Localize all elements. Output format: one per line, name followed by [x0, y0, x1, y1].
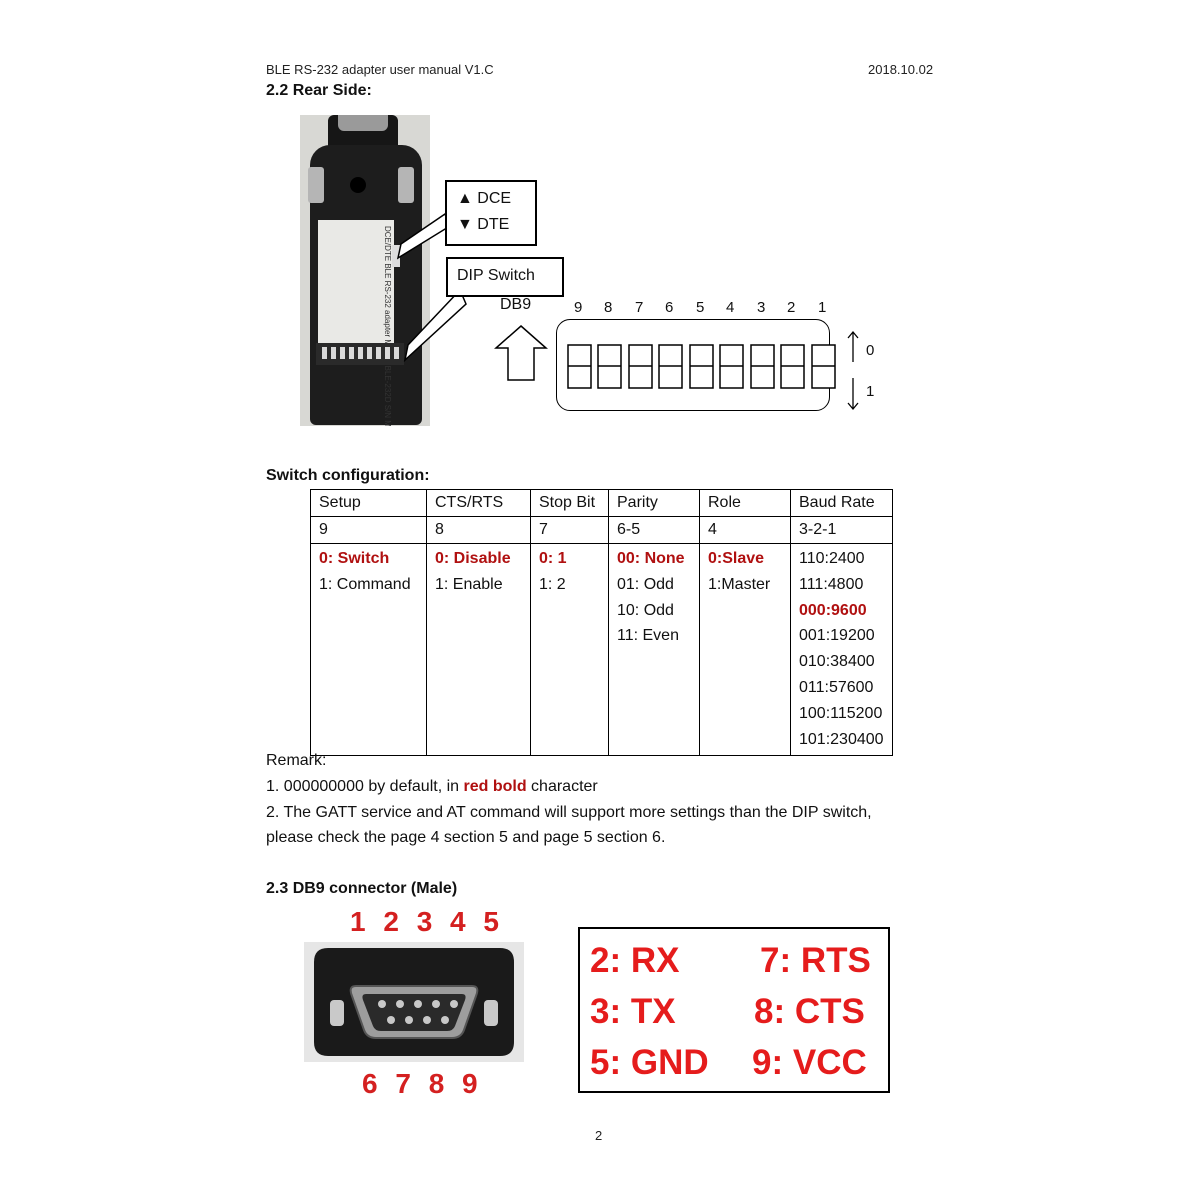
setup-options: 0: Switch 1: Command	[310, 542, 427, 757]
default-option: 0: Disable	[435, 550, 511, 567]
option: 001:19200	[799, 627, 875, 645]
direction-arrows-icon	[847, 330, 859, 411]
stopbit-options: 0: 1 1: 2	[530, 542, 609, 757]
bit-cell: 8	[426, 516, 531, 544]
option: 111:4800	[799, 575, 864, 593]
up-arrow-icon	[494, 325, 548, 381]
table-row: 0: Switch 1: Command 0: Disable 1: Enabl…	[310, 542, 893, 757]
bit-cell: 7	[530, 516, 609, 544]
pin-label: 9: VCC	[752, 1043, 867, 1082]
bottom-pin-numbers: 6 7 8 9	[362, 1068, 483, 1099]
option: 11: Even	[617, 627, 679, 645]
dce-label: DCE	[477, 190, 512, 207]
position-number: 6	[665, 299, 674, 316]
switch-config-heading: Switch configuration:	[266, 467, 430, 484]
ctsrts-options: 0: Disable 1: Enable	[426, 542, 531, 757]
db9-label: DB9	[500, 296, 532, 313]
page-number: 2	[595, 1128, 603, 1143]
state-0-label: 0	[866, 342, 875, 359]
position-number: 8	[604, 299, 613, 316]
up-triangle-icon: ▲	[457, 190, 473, 207]
position-number: 2	[787, 299, 796, 316]
table-row: 9 8 7 6-5 4 3-2-1	[310, 516, 893, 544]
option: 100:115200	[799, 704, 883, 722]
position-number: 9	[574, 299, 583, 316]
option: 101:230400	[799, 730, 884, 748]
default-option: 0: Switch	[319, 550, 390, 567]
switch-config-table: Setup CTS/RTS Stop Bit Parity Role Baud …	[310, 489, 893, 757]
default-option: 0: 1	[539, 550, 567, 567]
option: 011:57600	[799, 678, 874, 696]
pin-label: 5: GND	[590, 1043, 709, 1082]
dce-dte-callout: ▲ DCE ▼ DTE	[445, 180, 537, 246]
role-options: 0:Slave 1:Master	[699, 542, 791, 757]
rear-side-photo: DCE/DTE BLE RS-232 adapter Model: BLE-23…	[300, 115, 430, 426]
position-number: 5	[696, 299, 705, 316]
position-number: 4	[726, 299, 735, 316]
callout-lines	[396, 212, 467, 363]
table-header-cell: Stop Bit	[530, 489, 609, 517]
remark-2-line-2: please check the page 4 section 5 and pa…	[266, 829, 666, 846]
dip-switch-cells	[567, 344, 836, 389]
default-option: 000:9600	[799, 601, 867, 619]
remark-1: 1. 000000000 by default, in red bold cha…	[266, 778, 598, 796]
table-header-cell: Role	[699, 489, 791, 517]
pin-label: 7: RTS	[760, 941, 871, 980]
option: 01: Odd	[617, 575, 674, 593]
remark-1-prefix: 1. 000000000 by default, in	[266, 778, 464, 795]
bit-cell: 9	[310, 516, 427, 544]
position-number: 1	[818, 299, 827, 316]
option: 1: 2	[539, 575, 566, 593]
remark-1-bold: red bold	[463, 778, 527, 795]
baud-options: 110:2400 111:4800 000:9600 001:19200 010…	[790, 542, 893, 757]
top-pin-numbers: 1 2 3 4 5	[350, 906, 504, 937]
document-date: 2018.10.02	[868, 62, 934, 77]
remark-2-line-1: 2. The GATT service and AT command will …	[266, 804, 872, 821]
bit-cell: 3-2-1	[790, 516, 893, 544]
remark-title: Remark:	[266, 752, 327, 769]
pin-label: 2: RX	[590, 941, 680, 980]
dte-label: DTE	[477, 216, 510, 233]
option: 010:38400	[799, 653, 875, 671]
state-1-label: 1	[866, 383, 875, 400]
table-header-cell: Baud Rate	[790, 489, 893, 517]
option: 1: Enable	[435, 575, 503, 593]
table-header-row: Setup CTS/RTS Stop Bit Parity Role Baud …	[310, 489, 893, 517]
table-header-cell: Parity	[608, 489, 700, 517]
db9-heading: 2.3 DB9 connector (Male)	[266, 880, 458, 897]
table-header-cell: CTS/RTS	[426, 489, 531, 517]
pin-label: 8: CTS	[754, 992, 865, 1031]
table-header-cell: Setup	[310, 489, 427, 517]
down-triangle-icon: ▼	[457, 216, 473, 233]
bit-cell: 6-5	[608, 516, 700, 544]
parity-options: 00: None 01: Odd 10: Odd 11: Even	[608, 542, 700, 757]
bit-cell: 4	[699, 516, 791, 544]
default-option: 0:Slave	[708, 550, 765, 567]
option: 10: Odd	[617, 601, 674, 619]
dip-switch-callout: DIP Switch	[446, 257, 564, 297]
option: 110:2400	[799, 550, 865, 567]
option: 1: Command	[319, 575, 411, 593]
pin-label: 3: TX	[590, 992, 676, 1031]
pin-assignment-box: 2: RX 7: RTS 3: TX 8: CTS 5: GND 9: VCC	[578, 927, 890, 1093]
default-option: 00: None	[617, 550, 685, 567]
remark-1-suffix: character	[526, 778, 598, 795]
dip-switch-label: DIP Switch	[457, 267, 535, 284]
db9-connector-icon	[304, 942, 524, 1062]
option: 1:Master	[708, 575, 771, 593]
rear-side-heading: 2.2 Rear Side:	[266, 82, 372, 99]
document-title: BLE RS-232 adapter user manual V1.C	[266, 62, 494, 77]
db9-connector-photo	[304, 942, 524, 1062]
position-number: 3	[757, 299, 766, 316]
position-number: 7	[635, 299, 644, 316]
